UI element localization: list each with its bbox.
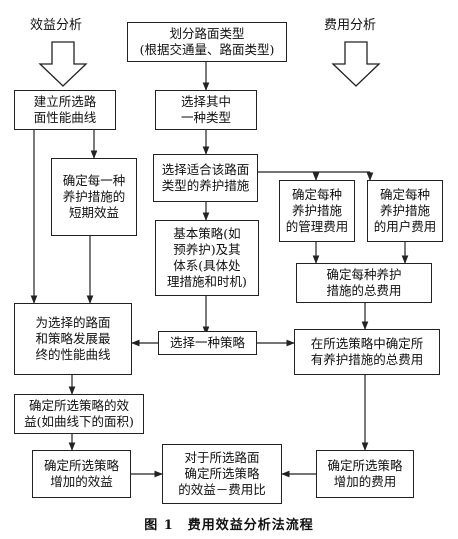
classify-pavement-box: 划分路面类型(根据交通量、路面类型) (127, 22, 287, 62)
short-benefit-box: 确定每一种养护措施的短期效益 (51, 158, 137, 236)
added-benefit-box: 确定所选策略增加的效益 (32, 450, 131, 498)
cost-analysis-header: 费用分析 (324, 18, 377, 33)
final-curve-box: 为选择的路面和策略发展最终的性能曲线 (14, 303, 132, 375)
build-curve-box: 建立所选路面性能曲线 (14, 90, 116, 130)
cost-hollow-arrow (331, 41, 381, 87)
strategy-total-cost-box: 在所选策略中确定所有养护措施的总费用 (294, 329, 440, 375)
total-cost-box: 确定每种养护措施的总费用 (296, 263, 432, 303)
user-cost-box: 确定每种养护措施的用户费用 (367, 180, 443, 242)
benefit-hollow-arrow (38, 41, 88, 87)
figure-caption: 图 1 费用效益分析法流程 (144, 518, 314, 533)
added-cost-box: 确定所选策略增加的费用 (316, 450, 414, 498)
choose-type-box: 选择其中一种类型 (155, 90, 257, 130)
management-cost-box: 确定每种养护措施的管理费用 (279, 180, 355, 242)
choose-measures-box: 选择适合该路面类型的养护措施 (153, 154, 258, 202)
pick-strategy-box: 选择一种策略 (158, 331, 257, 355)
strategy-benefit-box: 确定所选策略的效益(如曲线下的面积) (14, 394, 144, 434)
benefit-cost-ratio-box: 对于所选路面确定所选策略的效益－费用比 (162, 444, 282, 504)
basic-strategy-box: 基本策略(如预养护)及其体系(具体处理措施和时机) (155, 220, 259, 296)
benefit-analysis-header: 效益分析 (30, 18, 83, 33)
